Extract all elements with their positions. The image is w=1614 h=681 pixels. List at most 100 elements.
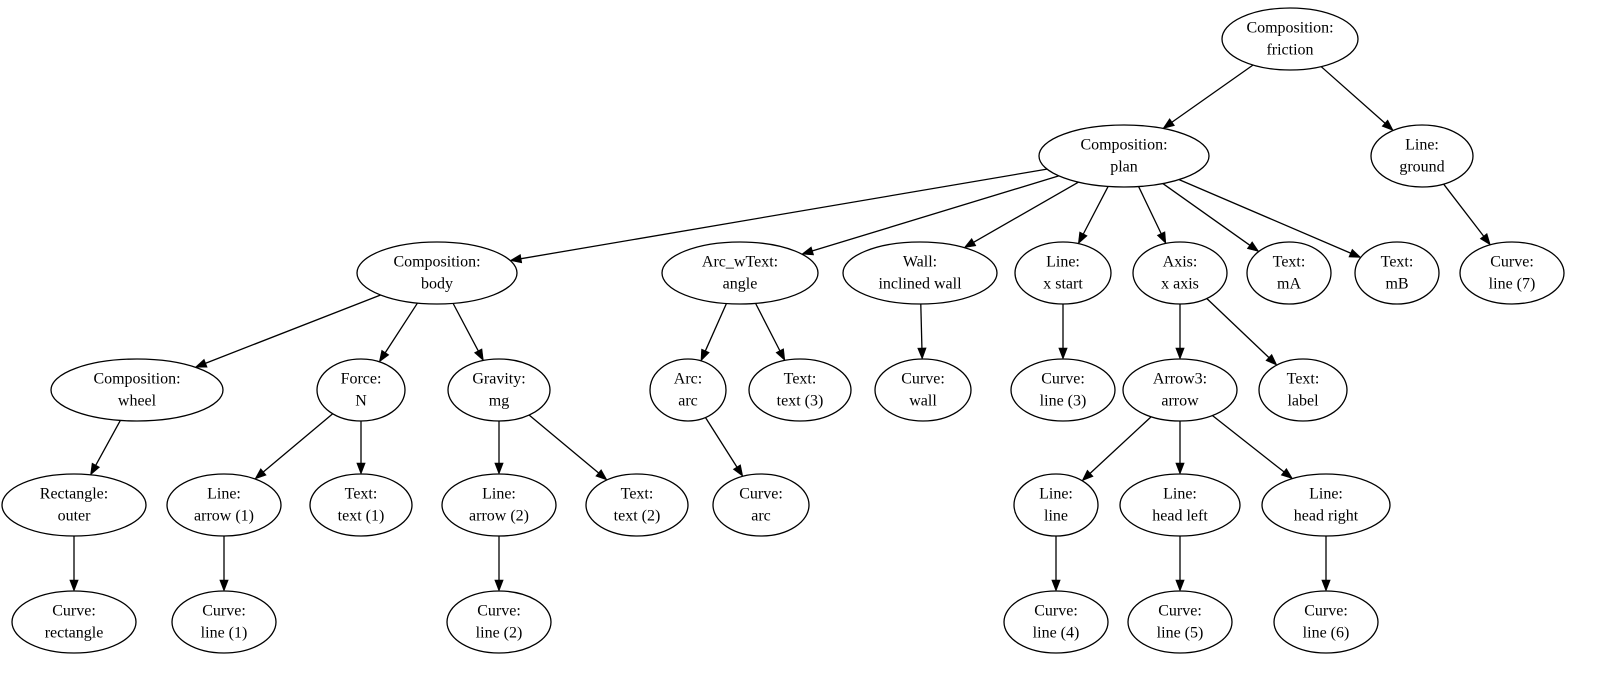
graph-node-line1[interactable]: Curve:line (1) <box>171 590 277 654</box>
node-label-type: Curve: <box>739 486 783 503</box>
node-label-type: Line: <box>1309 486 1343 503</box>
node-ellipse[interactable] <box>166 473 282 537</box>
graph-edge <box>704 417 738 468</box>
node-ellipse[interactable] <box>446 590 552 654</box>
node-ellipse[interactable] <box>1013 473 1099 537</box>
node-ellipse[interactable] <box>1273 590 1379 654</box>
node-ellipse[interactable] <box>1132 241 1228 305</box>
graph-node-text3[interactable]: Text:text (3) <box>748 358 852 422</box>
node-ellipse[interactable] <box>356 241 518 305</box>
graph-node-arc_arc[interactable]: Arc:arc <box>649 358 727 422</box>
graph-node-text_label[interactable]: Text:label <box>1258 358 1348 422</box>
graph-node-force_N[interactable]: Force:N <box>316 358 406 422</box>
graph-node-head_left[interactable]: Line:head left <box>1119 473 1241 537</box>
edge-arrowhead <box>1381 119 1394 131</box>
graph-edge <box>1171 64 1254 123</box>
graph-node-x_axis[interactable]: Axis:x axis <box>1132 241 1228 305</box>
node-ellipse[interactable] <box>309 473 413 537</box>
node-label-type: Text: <box>1287 371 1320 388</box>
graph-node-head_right[interactable]: Line:head right <box>1261 473 1391 537</box>
graph-edge <box>920 303 923 349</box>
node-ellipse[interactable] <box>171 590 277 654</box>
node-label-name: friction <box>1266 42 1313 59</box>
graph-node-line4[interactable]: Curve:line (4) <box>1003 590 1109 654</box>
graph-node-mA[interactable]: Text: mA <box>1246 241 1332 305</box>
edge-arrowhead <box>356 462 366 475</box>
graph-node-line5[interactable]: Curve:line (5) <box>1127 590 1233 654</box>
graph-node-angle[interactable]: Arc_wText:angle <box>661 241 819 305</box>
node-label-type: Line: <box>482 486 516 503</box>
edge-arrowhead <box>473 348 484 362</box>
node-ellipse[interactable] <box>1119 473 1241 537</box>
graph-node-x_start[interactable]: Line:x start <box>1014 241 1112 305</box>
graph-node-ground[interactable]: Line:ground <box>1370 124 1474 188</box>
node-ellipse[interactable] <box>1246 241 1332 305</box>
graph-node-curve_rect[interactable]: Curve:rectangle <box>11 590 137 654</box>
graph-edge <box>704 303 728 352</box>
node-label-name: body <box>421 276 453 293</box>
graph-node-line_line[interactable]: Line:line <box>1013 473 1099 537</box>
edge-arrowhead <box>1051 579 1061 592</box>
node-ellipse[interactable] <box>447 358 551 422</box>
node-label-name: inclined wall <box>878 276 962 293</box>
graph-node-line3[interactable]: Curve:line (3) <box>1010 358 1116 422</box>
node-label-name: line (6) <box>1303 625 1350 642</box>
graph-node-curve_wall[interactable]: Curve:wall <box>874 358 972 422</box>
node-label-type: Text: <box>345 486 378 503</box>
node-ellipse[interactable] <box>1038 124 1210 188</box>
node-ellipse[interactable] <box>748 358 852 422</box>
node-ellipse[interactable] <box>842 241 998 305</box>
graph-node-arrow3[interactable]: Arrow3:arrow <box>1122 358 1238 422</box>
node-label-type: Line: <box>1405 137 1439 154</box>
graph-node-friction[interactable]: Composition:friction <box>1221 7 1359 71</box>
node-label-type: Text: <box>1273 254 1306 271</box>
node-ellipse[interactable] <box>1122 358 1238 422</box>
graph-node-line2[interactable]: Curve:line (2) <box>446 590 552 654</box>
node-ellipse[interactable] <box>874 358 972 422</box>
node-ellipse[interactable] <box>1258 358 1348 422</box>
node-ellipse[interactable] <box>11 590 137 654</box>
node-label-name: mA <box>1277 276 1301 293</box>
edge-arrowhead <box>732 464 744 478</box>
graph-node-gravity_mg[interactable]: Gravity:mg <box>447 358 551 422</box>
node-ellipse[interactable] <box>1003 590 1109 654</box>
node-label-name: mB <box>1385 276 1408 293</box>
graph-node-rect_outer[interactable]: Rectangle:outer <box>1 473 147 537</box>
edge-arrowhead <box>1348 248 1362 258</box>
node-ellipse[interactable] <box>661 241 819 305</box>
edge-arrowhead <box>775 348 786 362</box>
node-ellipse[interactable] <box>1010 358 1116 422</box>
graph-node-text1[interactable]: Text:text (1) <box>309 473 413 537</box>
node-ellipse[interactable] <box>1370 124 1474 188</box>
node-ellipse[interactable] <box>1221 7 1359 71</box>
node-ellipse[interactable] <box>1014 241 1112 305</box>
node-ellipse[interactable] <box>1127 590 1233 654</box>
graph-node-mB[interactable]: Text:mB <box>1354 241 1440 305</box>
node-label-name: arrow <box>1161 393 1199 410</box>
graph-node-line6[interactable]: Curve:line (6) <box>1273 590 1379 654</box>
graph-node-plan[interactable]: Composition:plan <box>1038 124 1210 188</box>
graph-node-inclined_wall[interactable]: Wall:inclined wall <box>842 241 998 305</box>
node-ellipse[interactable] <box>50 358 224 422</box>
node-ellipse[interactable] <box>1354 241 1440 305</box>
node-label-type: Line: <box>1163 486 1197 503</box>
node-ellipse[interactable] <box>1459 241 1565 305</box>
node-ellipse[interactable] <box>1 473 147 537</box>
node-label-name: x axis <box>1161 276 1199 293</box>
node-label-type: Curve: <box>1158 603 1202 620</box>
edge-arrowhead <box>801 246 815 256</box>
node-ellipse[interactable] <box>1261 473 1391 537</box>
node-ellipse[interactable] <box>441 473 557 537</box>
graph-node-body[interactable]: Composition:body <box>356 241 518 305</box>
graph-node-text2[interactable]: Text:text (2) <box>585 473 689 537</box>
node-ellipse[interactable] <box>585 473 689 537</box>
node-ellipse[interactable] <box>712 473 810 537</box>
graph-node-wheel[interactable]: Composition:wheel <box>50 358 224 422</box>
graph-node-arrow2[interactable]: Line:arrow (2) <box>441 473 557 537</box>
graph-node-arrow1[interactable]: Line:arrow (1) <box>166 473 282 537</box>
node-ellipse[interactable] <box>316 358 406 422</box>
graph-node-line7[interactable]: Curve:line (7) <box>1459 241 1565 305</box>
graph-node-curve_arc[interactable]: Curve:arc <box>712 473 810 537</box>
node-ellipse[interactable] <box>649 358 727 422</box>
